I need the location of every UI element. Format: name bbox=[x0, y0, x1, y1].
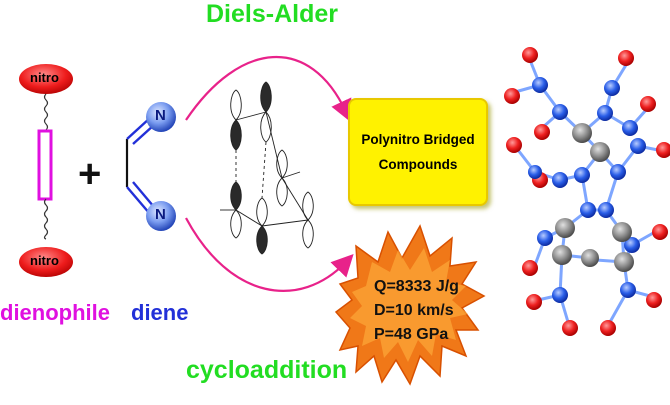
bottom-wavy-bond bbox=[43, 198, 49, 240]
top-n-label: N bbox=[155, 107, 166, 124]
dienophile-molecule bbox=[19, 64, 73, 277]
top-wavy-bond bbox=[43, 93, 49, 131]
product-line-1: Polynitro Bridged bbox=[361, 132, 475, 147]
dienophile-label: dienophile bbox=[0, 300, 110, 325]
bottom-n-label: N bbox=[155, 206, 166, 223]
product-box: Polynitro Bridged Compounds bbox=[348, 98, 488, 206]
diels-alder-label: Diels-Alder bbox=[206, 0, 338, 28]
orbital-diagram bbox=[220, 81, 314, 255]
bottom-arc-arrow bbox=[185, 217, 354, 292]
detonation-velocity: D=10 km/s bbox=[374, 302, 454, 319]
detonation-pressure: P=48 GPa bbox=[374, 326, 449, 343]
top-nitro-label: nitro bbox=[30, 70, 59, 85]
plus-sign: + bbox=[78, 152, 102, 196]
bottom-n-atom bbox=[146, 201, 176, 231]
cycloaddition-label: cycloaddition bbox=[186, 356, 348, 384]
bottom-nitro-label: nitro bbox=[30, 253, 59, 268]
top-nitro-ellipse bbox=[19, 64, 73, 94]
top-n-atom bbox=[146, 102, 176, 132]
product-molecule bbox=[504, 47, 670, 336]
diene-label: diene bbox=[131, 300, 189, 325]
bottom-nitro-ellipse bbox=[19, 247, 73, 277]
product-line-2: Compounds bbox=[378, 157, 458, 172]
double-bond bbox=[37, 129, 53, 201]
diene-molecule bbox=[125, 102, 176, 231]
heat-of-detonation: Q=8333 J/g bbox=[374, 278, 459, 295]
top-arc-arrow bbox=[185, 56, 352, 122]
